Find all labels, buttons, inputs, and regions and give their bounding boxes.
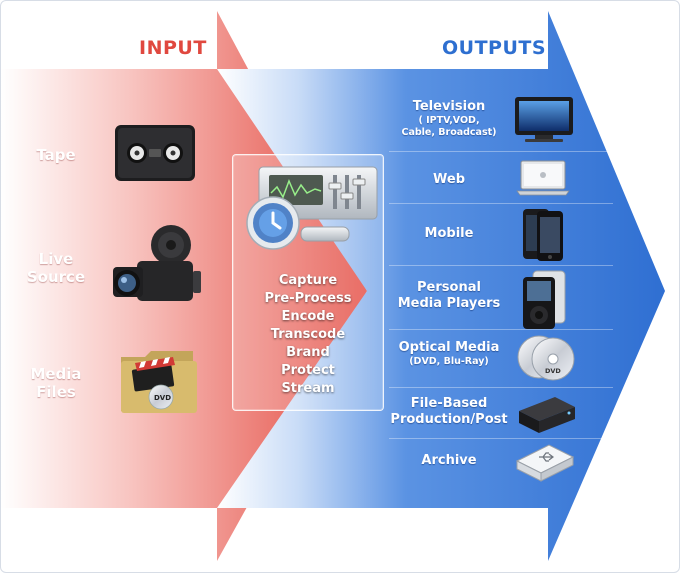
optical-disc-icon: DVD (517, 335, 575, 381)
media-folder-icon: DVD (121, 351, 197, 413)
step-capture: Capture (278, 273, 338, 288)
input-label-tape: Tape (36, 146, 76, 164)
mobile-phone-icon (523, 209, 563, 261)
output-divider (389, 265, 613, 266)
output-divider (389, 151, 613, 152)
step-encode: Encode (281, 309, 335, 324)
output-label: Mobile (424, 226, 474, 241)
output-label: Optical Media (398, 340, 500, 355)
television-icon (515, 97, 573, 142)
encoder-device-icon (246, 166, 378, 250)
input-header: INPUT (139, 37, 207, 59)
video-camera-icon (113, 225, 201, 301)
output-label: Archive (421, 453, 477, 468)
step-transcode: Transcode (270, 327, 346, 342)
media-player-icon (523, 270, 566, 329)
output-label: Television (412, 99, 486, 114)
output-label: Web (433, 172, 465, 187)
output-sublabel: (DVD, Blu-Ray) (409, 356, 489, 367)
step-protect: Protect (281, 363, 335, 378)
laptop-icon (516, 160, 570, 196)
step-pre-process: Pre-Process (264, 291, 352, 306)
usb-storage-icon (515, 444, 575, 482)
svg-text:DVD: DVD (545, 367, 561, 375)
output-divider (389, 329, 613, 330)
step-stream: Stream (281, 381, 335, 396)
output-divider (389, 438, 613, 439)
processing-box (232, 154, 384, 411)
processing-steps: Capture Pre-Process Encode Transcode Bra… (232, 272, 384, 398)
output-sublabel: ( IPTV,VOD,Cable, Broadcast) (401, 115, 497, 138)
output-divider (389, 387, 613, 388)
output-divider (389, 203, 613, 204)
tape-deck-icon (115, 125, 195, 181)
hard-drive-icon (519, 397, 575, 433)
step-brand: Brand (286, 345, 330, 360)
svg-text:DVD: DVD (154, 394, 171, 402)
outputs-header: OUTPUTS (442, 37, 547, 59)
